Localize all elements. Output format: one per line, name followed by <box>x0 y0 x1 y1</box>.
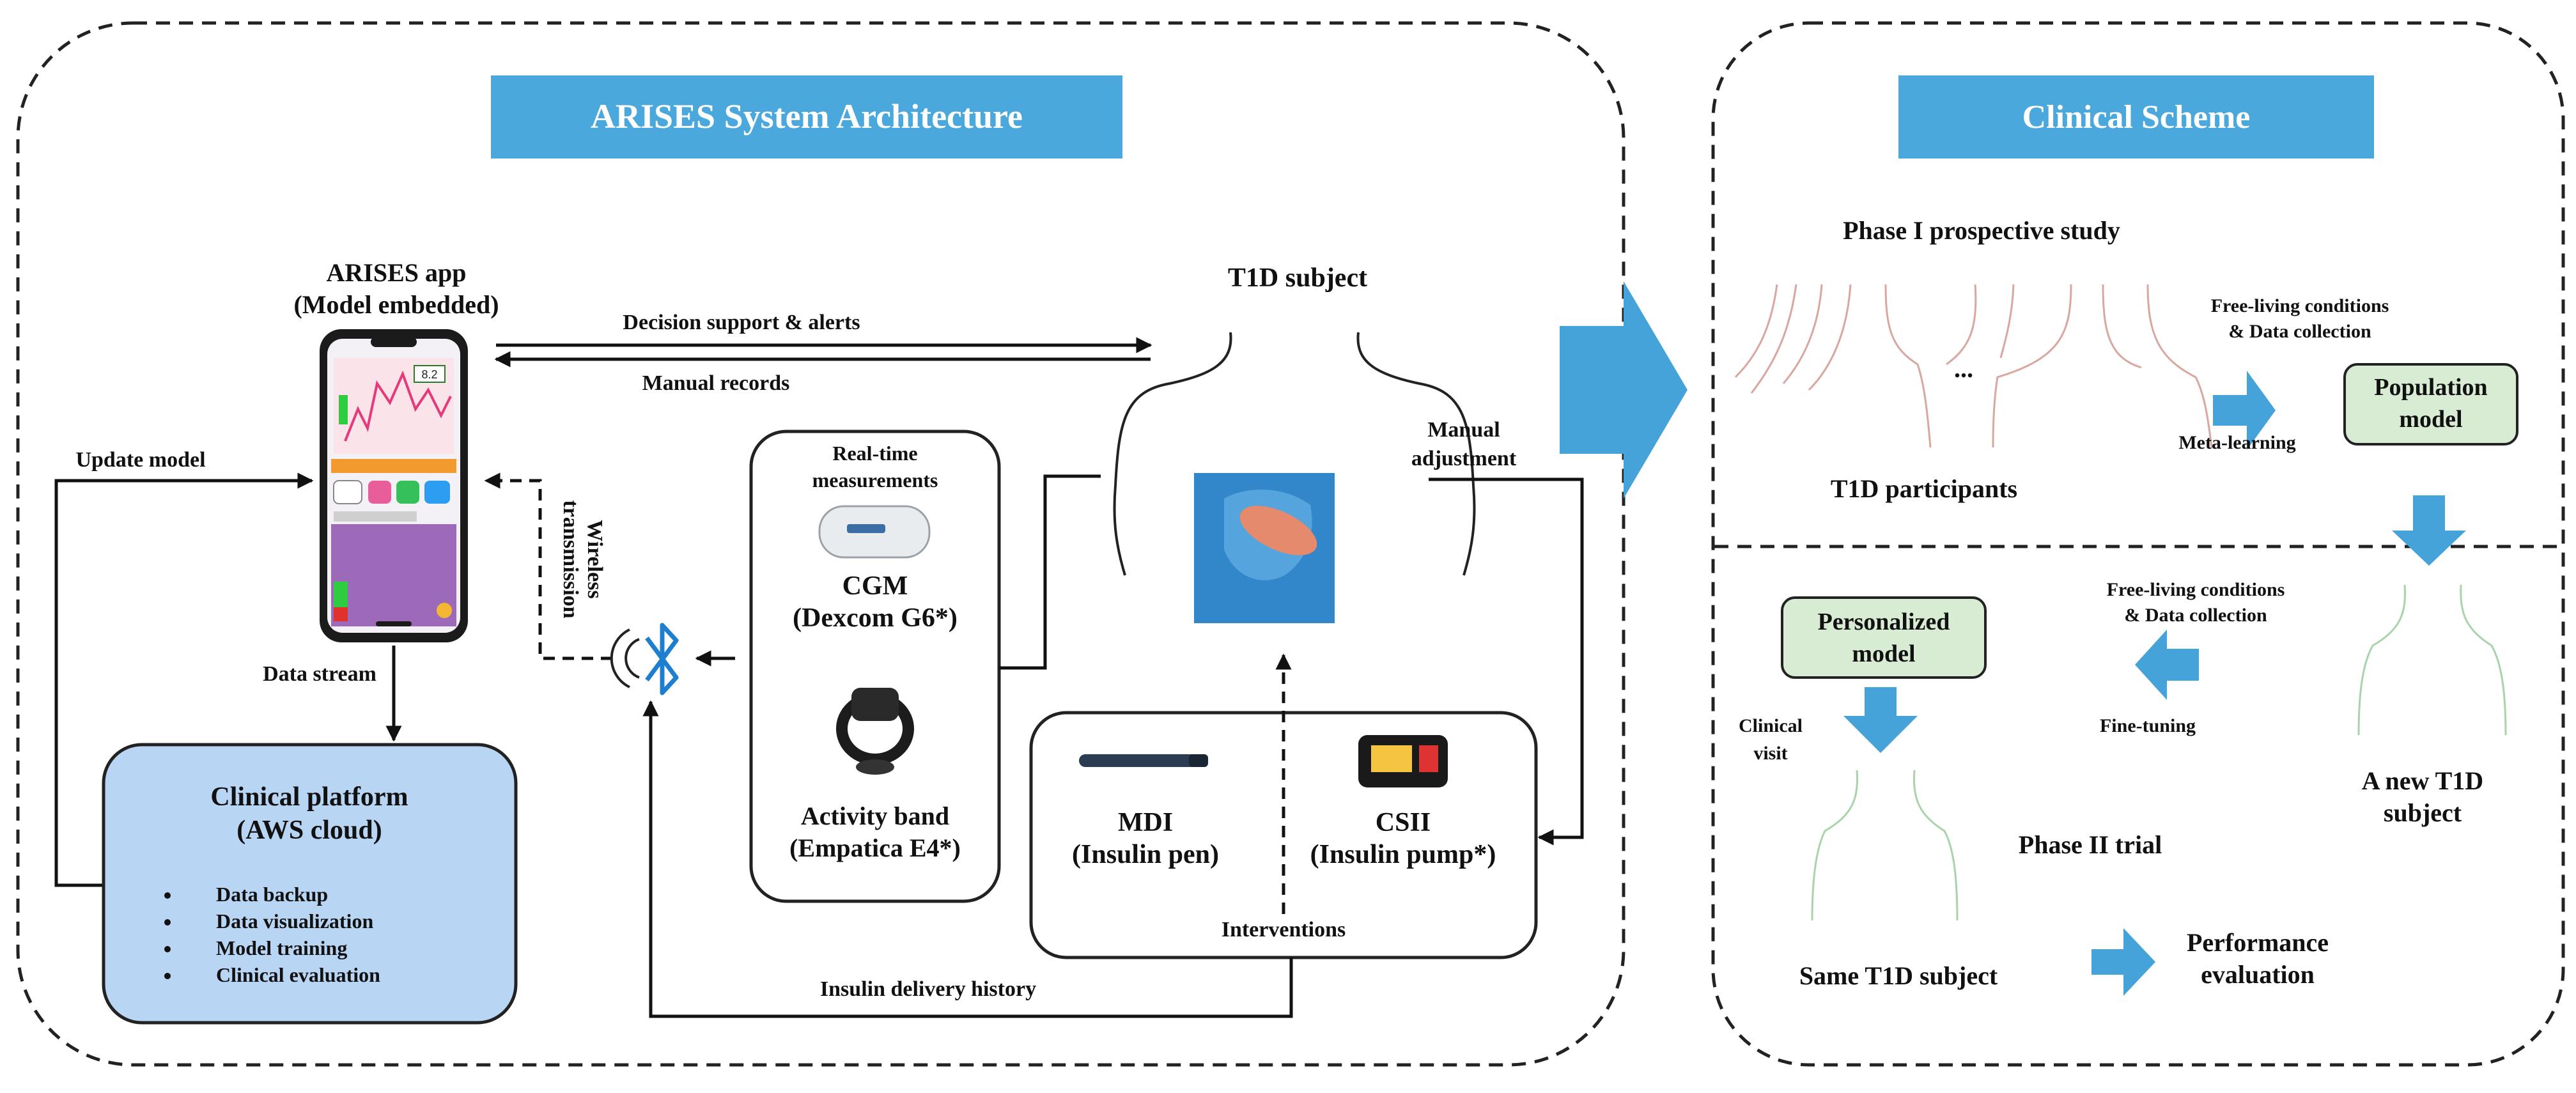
free-living-label-1: Free-living conditions <box>2211 295 2389 316</box>
interventions-label: Interventions <box>1222 918 1346 942</box>
cgm-device-icon <box>818 505 931 559</box>
performance-label-1: Performance <box>2187 928 2329 957</box>
personalized-model-label-2: model <box>1852 640 1915 667</box>
data-collection-label-2: & Data collection <box>2124 605 2267 626</box>
fine-tuning-label: Fine-tuning <box>2100 715 2196 736</box>
mdi-label: MDI <box>1118 808 1173 837</box>
cgm-detail: (Dexcom G6*) <box>793 603 958 633</box>
realtime-label-1: Real-time <box>832 442 917 465</box>
csii-detail: (Insulin pump*) <box>1310 840 1496 869</box>
new-subject-label-2: subject <box>2384 798 2462 827</box>
blue-arrow-down-population <box>2392 495 2466 566</box>
population-model-box <box>2343 363 2518 446</box>
insulin-pen-icon <box>1079 754 1208 767</box>
population-model-label-1: Population <box>2374 374 2487 401</box>
update-model-arrow <box>54 472 314 887</box>
t1d-participants-label: T1D participants <box>1831 474 2017 503</box>
personalized-model-label-1: Personalized <box>1818 609 1950 635</box>
phone-mockup: 8.2 <box>320 329 468 642</box>
manual-adjustment-label-2: adjustment <box>1411 447 1517 470</box>
wireless-label-2: transmission <box>559 500 582 618</box>
insulin-history-label: Insulin delivery history <box>820 977 1036 1001</box>
same-subject-label: Same T1D subject <box>1799 961 1998 990</box>
manual-adjustment-arrow <box>1429 477 1584 846</box>
platform-subtitle: (AWS cloud) <box>237 816 382 845</box>
cgm-label: CGM <box>842 571 908 601</box>
blue-arrow-to-personalized <box>2135 630 2199 700</box>
performance-label-2: evaluation <box>2201 960 2315 989</box>
new-subject-outline <box>2357 584 2507 736</box>
architecture-panel <box>16 21 1626 1067</box>
data-collection-label-1: & Data collection <box>2228 321 2371 342</box>
same-subject-outline <box>1811 770 1959 921</box>
t1d-subject-label: T1D subject <box>1228 263 1367 293</box>
personalized-model-box <box>1781 596 1987 679</box>
csii-label: CSII <box>1376 808 1431 837</box>
decision-support-label: Decision support & alerts <box>623 311 860 334</box>
clinical-banner <box>1898 75 2374 159</box>
blue-arrow-to-population <box>2213 371 2276 450</box>
clinical-platform-box <box>102 743 518 1025</box>
measurements-connector <box>999 474 1101 670</box>
insulin-pump-icon <box>1358 735 1448 787</box>
platform-title: Clinical platform <box>210 782 408 812</box>
mdi-detail: (Insulin pen) <box>1072 840 1219 869</box>
activity-band-icon <box>836 688 914 775</box>
blue-arrow-down-personalized <box>1843 687 1918 753</box>
participants-outline-group <box>1734 284 2213 448</box>
insulin-history-arrow <box>642 700 1293 1018</box>
platform-item: Model training <box>216 936 347 959</box>
clinical-panel <box>1711 21 2565 1067</box>
transition-arrow <box>1560 281 1688 499</box>
ellipsis: ... <box>1954 354 1973 383</box>
phase2-label: Phase II trial <box>2019 830 2162 859</box>
free-living-label-2: Free-living conditions <box>2107 579 2285 600</box>
realtime-label-2: measurements <box>812 469 938 492</box>
clinical-banner-text: Clinical Scheme <box>2022 99 2251 136</box>
manual-adjustment-label-1: Manual <box>1427 418 1500 442</box>
clinical-visit-label-2: visit <box>1753 743 1787 764</box>
wireless-label-1: Wireless <box>583 520 607 598</box>
phone-glucose-value: 8.2 <box>421 368 437 381</box>
architecture-banner-text: ARISES System Architecture <box>591 97 1023 136</box>
update-model-label: Update model <box>75 448 205 472</box>
platform-list: Data backup Data visualization Model tra… <box>164 883 380 986</box>
platform-item: Data backup <box>216 883 328 906</box>
bluetooth-icon <box>610 623 679 695</box>
architecture-banner <box>491 75 1122 159</box>
app-title: ARISES app <box>326 258 466 287</box>
population-model-label-2: model <box>2399 406 2462 433</box>
clinical-visit-label-1: Clinical <box>1739 715 1803 736</box>
activity-band-label: Activity band <box>801 802 949 830</box>
data-stream-label: Data stream <box>263 662 376 686</box>
activity-band-detail: (Empatica E4*) <box>789 833 961 862</box>
platform-item: Data visualization <box>216 910 373 933</box>
phase1-label: Phase I prospective study <box>1843 216 2120 245</box>
platform-item: Clinical evaluation <box>216 963 380 986</box>
wireless-transmission-arrow <box>484 472 612 660</box>
measurements-box <box>749 430 1001 903</box>
new-subject-label-1: A new T1D <box>2362 766 2483 795</box>
t1d-body-icon <box>1113 332 1476 623</box>
manual-records-label: Manual records <box>642 371 790 395</box>
app-subtitle: (Model embedded) <box>293 290 499 319</box>
blue-arrow-to-performance <box>2091 928 2155 996</box>
meta-learning-label: Meta-learning <box>2178 432 2295 453</box>
